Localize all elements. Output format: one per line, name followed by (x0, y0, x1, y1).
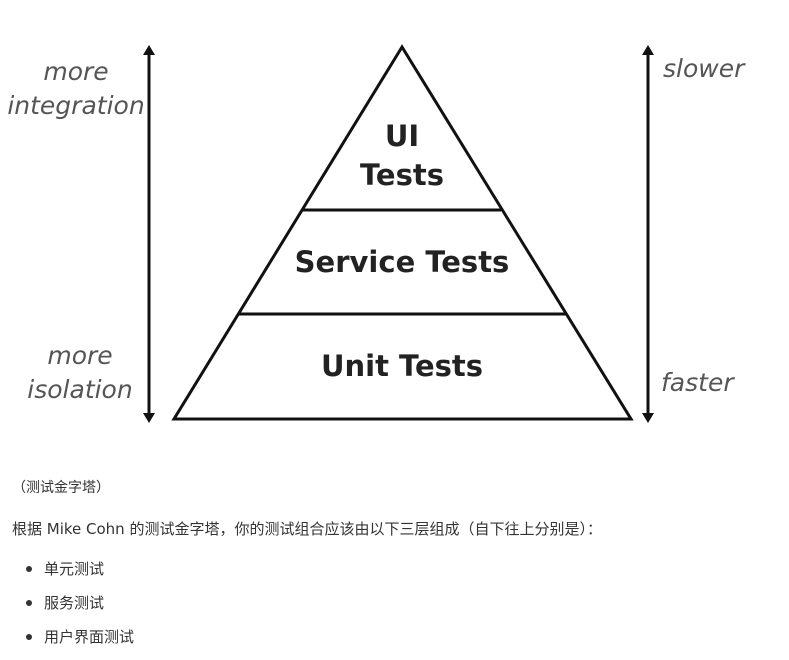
list-item: 服务测试 (24, 592, 134, 626)
label-more-integration-1: more (43, 57, 108, 86)
intro-paragraph: 根据 Mike Cohn 的测试金字塔，你的测试组合应该由以下三层组成（自下往上… (12, 520, 602, 538)
label-more-integration-2: integration (7, 91, 144, 120)
bullet-icon (26, 634, 32, 640)
layer-label-unit: Unit Tests (321, 349, 483, 383)
list-item-text: 服务测试 (44, 594, 105, 612)
list-item: 单元测试 (24, 558, 134, 592)
bullet-icon (26, 566, 32, 572)
label-more-isolation-2: isolation (27, 375, 132, 404)
layer-label-ui-line2: Tests (360, 158, 444, 192)
test-pyramid-diagram: UI Tests Service Tests Unit Tests more i… (7, 44, 746, 423)
pyramid-outline (171, 44, 634, 421)
list-item: 用户界面测试 (24, 626, 134, 660)
list-item-text: 用户界面测试 (44, 628, 135, 646)
bullet-icon (26, 600, 32, 606)
layer-list: 单元测试 服务测试 用户界面测试 (24, 558, 134, 660)
layer-label-service: Service Tests (295, 245, 510, 279)
label-slower: slower (663, 54, 746, 83)
label-more-isolation-1: more (47, 341, 112, 370)
figure-caption: （测试金字塔） (12, 480, 110, 496)
label-faster: faster (661, 368, 735, 397)
layer-label-ui-line1: UI (385, 119, 419, 153)
list-item-text: 单元测试 (44, 560, 105, 578)
